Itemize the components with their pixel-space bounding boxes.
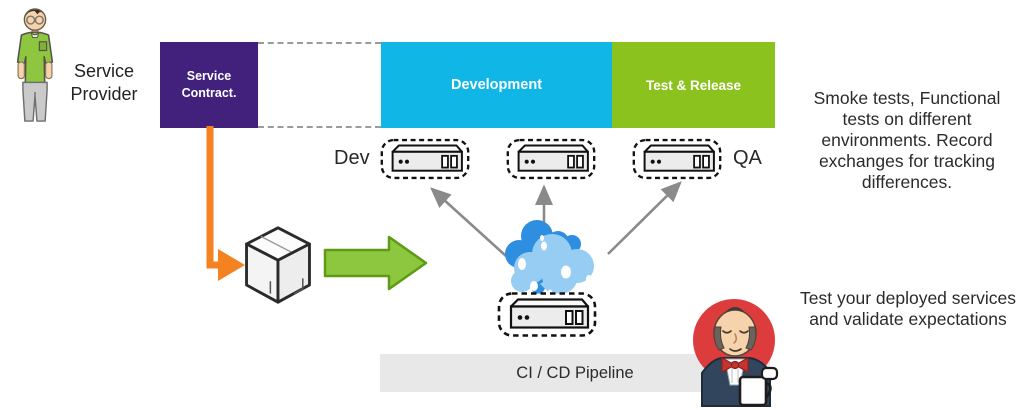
deploy-arrow bbox=[323, 235, 428, 291]
dev-environment-label: Dev bbox=[334, 147, 370, 169]
note-validate-expectations: Test your deployed services and validate… bbox=[800, 288, 1016, 329]
pipeline-bar-label: CI / CD Pipeline bbox=[516, 363, 634, 382]
service-provider-label: Service Provider bbox=[70, 61, 138, 105]
contract-flow-arrow bbox=[206, 126, 245, 281]
server-icon bbox=[380, 138, 470, 180]
server-icon bbox=[506, 138, 596, 180]
mock-cloud-icon bbox=[505, 220, 594, 301]
stage-test-release: Test & Release bbox=[612, 42, 775, 128]
qa-environment-label: QA bbox=[733, 147, 762, 169]
server-icon bbox=[632, 138, 722, 180]
person-icon bbox=[16, 8, 54, 122]
jenkins-butler-icon bbox=[693, 299, 779, 407]
note-smoke-tests: Smoke tests, Functional tests on differe… bbox=[813, 88, 1001, 192]
package-box-icon bbox=[245, 226, 311, 304]
stage-gap-dashed-box bbox=[258, 42, 381, 128]
stage-development: Development bbox=[381, 42, 612, 128]
server-icon bbox=[497, 292, 597, 337]
stage-service-contract: Service Contract. bbox=[160, 42, 258, 128]
